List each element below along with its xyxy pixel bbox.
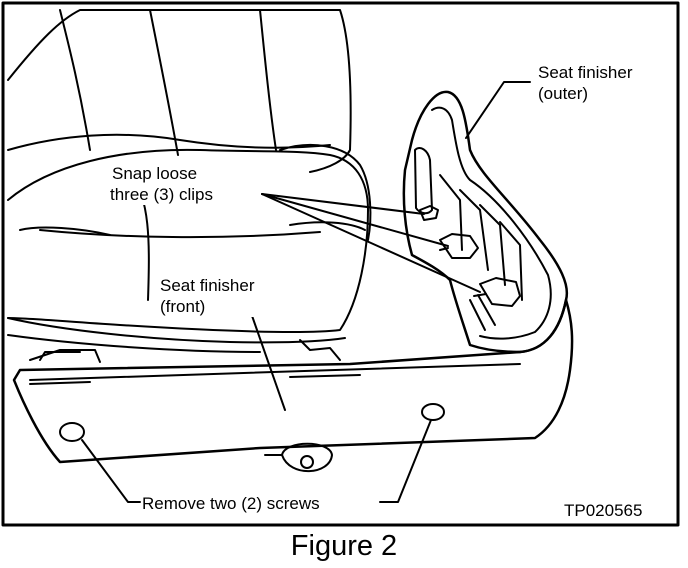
seat-back-seam-left <box>59 9 91 151</box>
seat-back-lower <box>7 133 331 151</box>
clip-3 <box>419 205 439 221</box>
leader-screw-left <box>81 439 141 503</box>
bracket-tab <box>281 442 333 473</box>
label-snap-loose-line2: three (3) clips <box>110 185 213 204</box>
front-finisher-inner-edge-2 <box>289 374 361 378</box>
figure-caption: Figure 2 <box>290 530 398 562</box>
label-seat-finisher-outer-line1: Seat finisher <box>538 63 633 82</box>
leader-clip-2 <box>261 193 449 247</box>
seat-cushion <box>7 148 369 334</box>
seat-back-seam-mid <box>149 9 179 156</box>
label-seat-finisher-outer-line2: (outer) <box>538 84 589 103</box>
label-remove-screws: Remove two (2) screws <box>142 493 320 514</box>
label-seat-finisher-outer: Seat finisher (outer) <box>538 62 633 104</box>
clip-1-stem <box>439 247 449 251</box>
leader-screw-right <box>379 419 432 503</box>
leader-clip-3 <box>261 193 481 293</box>
outer-finisher-window <box>414 147 433 215</box>
clip-2 <box>479 277 521 307</box>
outer-finisher-ribs-6 <box>477 294 496 326</box>
outer-finisher <box>402 90 569 354</box>
label-seat-finisher-front: Seat finisher (front) <box>160 275 255 317</box>
outer-finisher-inner <box>431 106 552 340</box>
cushion-seam-3 <box>39 229 321 239</box>
cushion-seam-1 <box>19 226 111 236</box>
cushion-base-2 <box>7 334 261 353</box>
seat-rail-2 <box>39 351 81 361</box>
seat-rail-3 <box>299 339 341 361</box>
outer-finisher-ribs-3 <box>479 204 506 286</box>
bracket-hole <box>300 455 314 469</box>
outer-finisher-ribs-5 <box>469 299 486 331</box>
screw-hole-left <box>59 422 85 442</box>
front-finisher-inner-edge <box>29 381 91 385</box>
leader-outer <box>465 81 531 139</box>
leader-clip-1 <box>261 193 425 215</box>
seat-back-seam-right <box>259 9 277 151</box>
outer-finisher-ribs-4 <box>499 221 523 301</box>
screw-hole-right <box>421 403 445 421</box>
outer-finisher-ribs-1 <box>439 174 463 251</box>
label-seat-finisher-front-line2: (front) <box>160 297 206 316</box>
leader-front <box>227 309 286 411</box>
clip-1 <box>439 233 479 259</box>
front-finisher-top-edge <box>29 363 521 381</box>
label-snap-loose-line1: Snap loose <box>112 164 198 183</box>
clip-2-stem <box>473 293 487 297</box>
seat-rail <box>29 349 101 363</box>
outer-finisher-ribs-2 <box>459 189 489 271</box>
diagram-frame <box>1 1 680 527</box>
cushion-seam-4 <box>289 221 366 231</box>
label-snap-loose-clips: Snap loose three (3) clips <box>110 163 213 205</box>
figure-code: TP020565 <box>564 500 643 521</box>
cushion-bolster <box>279 144 372 241</box>
label-seat-finisher-front-line1: Seat finisher <box>160 276 255 295</box>
cushion-base <box>7 317 346 344</box>
